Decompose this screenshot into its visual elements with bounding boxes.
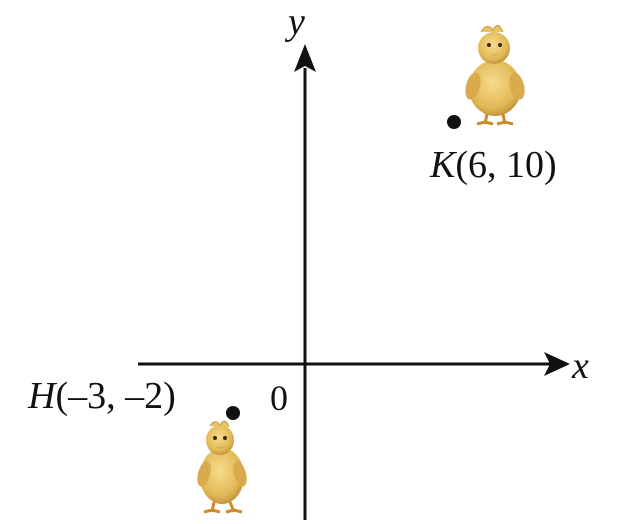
origin-label: 0 <box>270 378 288 418</box>
point-h-coords: (–3, –2) <box>55 375 175 417</box>
y-axis-arrowhead <box>294 44 316 72</box>
x-axis <box>138 352 570 376</box>
y-axis <box>294 44 316 520</box>
x-axis-arrowhead <box>544 352 570 376</box>
point-h-name: H <box>27 375 58 417</box>
point-k-coords: (6, 10) <box>455 144 556 186</box>
point-h-label: H(–3, –2) <box>27 375 176 417</box>
duckling-illustration-top <box>465 25 525 126</box>
point-k-marker <box>447 115 461 129</box>
x-axis-label: x <box>571 345 589 387</box>
point-k-label: K(6, 10) <box>429 144 557 186</box>
y-axis-label: y <box>284 1 305 43</box>
point-h-marker <box>226 406 240 420</box>
duckling-illustration-bottom <box>197 420 247 514</box>
point-k-name: K <box>429 144 457 186</box>
